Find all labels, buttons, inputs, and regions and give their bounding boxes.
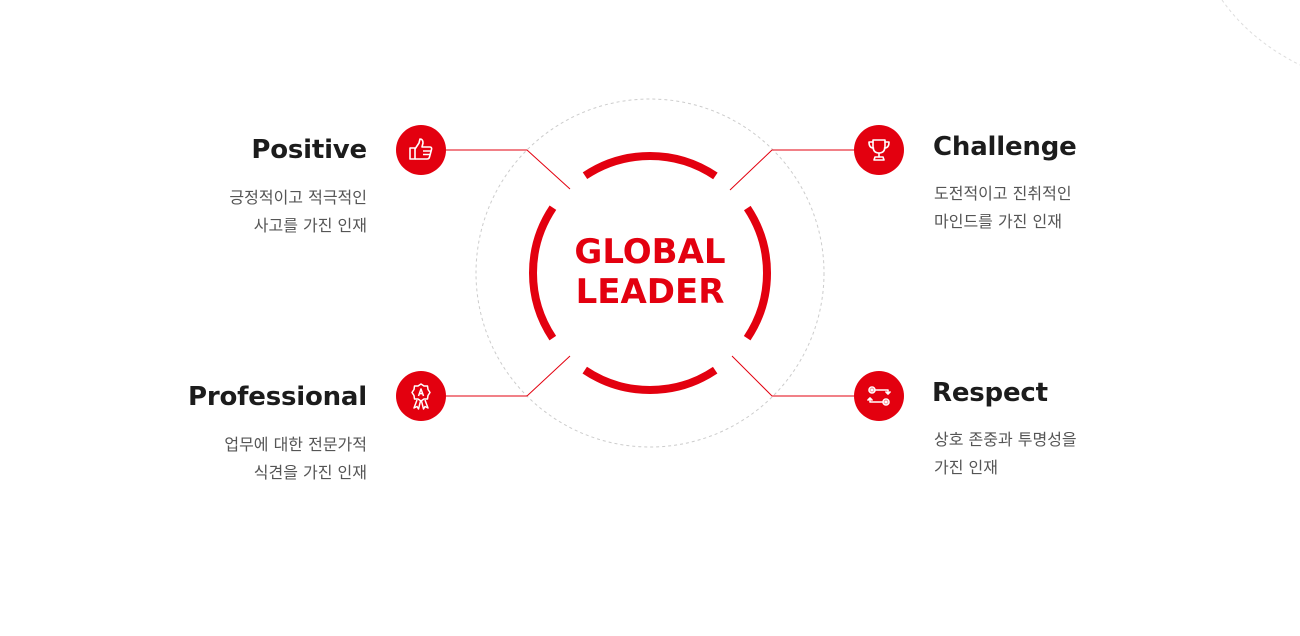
respect-desc-line1: 상호 존중과 투명성을 xyxy=(934,430,1077,449)
center-title-line1: GLOBAL xyxy=(574,232,726,272)
positive-description: 긍정적이고 적극적인 사고를 가진 인재 xyxy=(229,184,367,240)
challenge-desc-line1: 도전적이고 진취적인 xyxy=(934,184,1072,203)
respect-description: 상호 존중과 투명성을 가진 인재 xyxy=(934,426,1077,482)
connector-challenge xyxy=(729,149,855,191)
respect-desc-line2: 가진 인재 xyxy=(934,458,998,477)
positive-badge xyxy=(396,125,446,175)
outer-dashed-circle xyxy=(475,98,825,448)
challenge-badge xyxy=(854,125,904,175)
trophy-icon xyxy=(868,139,890,161)
connector-positive xyxy=(445,149,571,190)
professional-description: 업무에 대한 전문가적 식견을 가진 인재 xyxy=(224,431,367,487)
positive-desc-line2: 사고를 가진 인재 xyxy=(253,216,367,235)
connector-respect xyxy=(731,355,855,397)
exchange-icon xyxy=(867,386,891,406)
thumbs-up-icon xyxy=(409,138,433,160)
main-red-ring xyxy=(529,152,771,394)
center-title: GLOBAL LEADER xyxy=(550,232,750,312)
center-title-line2: LEADER xyxy=(575,272,725,312)
professional-badge xyxy=(396,371,446,421)
decorative-corner-arc xyxy=(1221,0,1300,66)
respect-title: Respect xyxy=(932,378,1048,408)
challenge-desc-line2: 마인드를 가진 인재 xyxy=(934,212,1062,231)
award-ribbon-icon xyxy=(411,383,431,410)
respect-badge xyxy=(854,371,904,421)
professional-title: Professional xyxy=(188,382,367,412)
challenge-description: 도전적이고 진취적인 마인드를 가진 인재 xyxy=(934,180,1072,236)
connector-professional xyxy=(445,355,571,397)
challenge-title: Challenge xyxy=(933,132,1077,162)
positive-desc-line1: 긍정적이고 적극적인 xyxy=(229,188,367,207)
professional-desc-line1: 업무에 대한 전문가적 xyxy=(224,435,367,454)
positive-title: Positive xyxy=(251,135,367,165)
professional-desc-line2: 식견을 가진 인재 xyxy=(253,463,367,482)
